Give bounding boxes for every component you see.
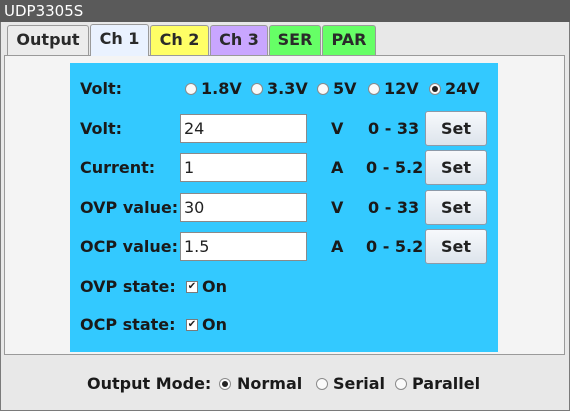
mode-parallel-radio[interactable]: [395, 378, 407, 390]
volt-set-button[interactable]: Set: [425, 111, 487, 146]
ovp-state-label: OVP state:: [80, 277, 176, 296]
current-set-button[interactable]: Set: [425, 150, 487, 185]
ocp-value-label: OCP value:: [80, 237, 178, 256]
preset-3v3-radio[interactable]: [251, 83, 263, 95]
preset-24v-radio[interactable]: [429, 83, 441, 95]
current-input[interactable]: 1: [180, 153, 307, 182]
preset-12v-radio[interactable]: [368, 83, 380, 95]
preset-12v-label[interactable]: 12V: [384, 79, 419, 98]
ovp-unit: V: [331, 198, 344, 217]
ocp-state-label: OCP state:: [80, 315, 176, 334]
window-title: UDP3305S: [0, 0, 570, 22]
current-range: 0 - 5.2: [366, 158, 424, 177]
ovp-set-button[interactable]: Set: [425, 190, 487, 225]
preset-1v8-radio[interactable]: [185, 83, 197, 95]
volt-label: Volt:: [80, 119, 123, 138]
ovp-value-input[interactable]: 30: [180, 193, 307, 222]
tab-ch2[interactable]: Ch 2: [150, 25, 209, 55]
ovp-value-label: OVP value:: [80, 198, 179, 217]
volt-preset-label: Volt:: [80, 79, 123, 98]
tab-ch3[interactable]: Ch 3: [210, 25, 268, 55]
mode-serial-radio[interactable]: [316, 378, 328, 390]
preset-5v-label[interactable]: 5V: [333, 79, 357, 98]
mode-parallel-label[interactable]: Parallel: [412, 374, 481, 393]
preset-24v-label[interactable]: 24V: [445, 79, 480, 98]
ovp-state-checkbox[interactable]: ✔: [186, 281, 198, 293]
ocp-unit: A: [331, 237, 344, 256]
volt-input[interactable]: 24: [180, 114, 307, 143]
mode-normal-radio[interactable]: [219, 378, 231, 390]
ocp-value-input[interactable]: 1.5: [180, 232, 307, 261]
tab-output[interactable]: Output: [7, 25, 89, 55]
tab-par[interactable]: PAR: [322, 25, 376, 55]
mode-normal-label[interactable]: Normal: [237, 374, 303, 393]
ovp-range: 0 - 33: [368, 198, 420, 217]
output-mode-label: Output Mode:: [87, 374, 212, 393]
volt-unit: V: [331, 119, 344, 138]
ocp-set-button[interactable]: Set: [425, 229, 487, 264]
current-label: Current:: [80, 158, 156, 177]
ocp-range: 0 - 5.2: [366, 237, 424, 256]
preset-5v-radio[interactable]: [317, 83, 329, 95]
ovp-state-on-label[interactable]: On: [202, 277, 227, 296]
mode-serial-label[interactable]: Serial: [333, 374, 386, 393]
volt-range: 0 - 33: [368, 119, 420, 138]
tab-ser[interactable]: SER: [269, 25, 321, 55]
current-unit: A: [331, 158, 344, 177]
ocp-state-on-label[interactable]: On: [202, 315, 227, 334]
preset-3v3-label[interactable]: 3.3V: [267, 79, 308, 98]
ocp-state-checkbox[interactable]: ✔: [186, 319, 198, 331]
tab-ch1[interactable]: Ch 1: [90, 24, 149, 56]
preset-1v8-label[interactable]: 1.8V: [201, 79, 242, 98]
